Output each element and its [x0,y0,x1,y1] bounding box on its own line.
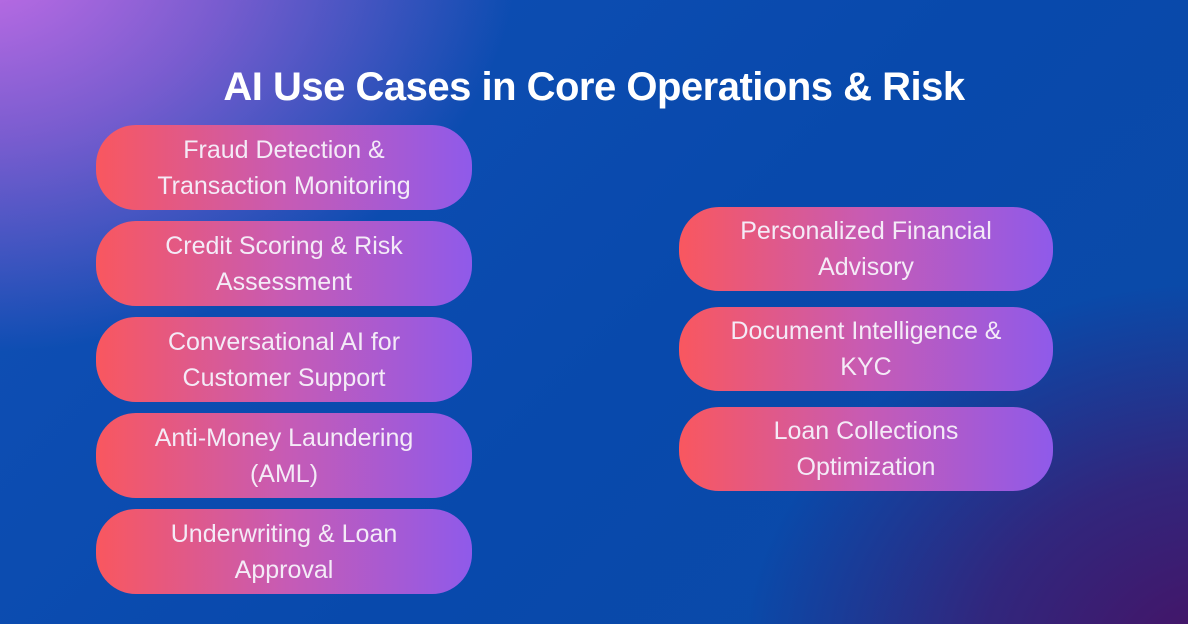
use-case-pill-personalized-advisory: Personalized Financial Advisory [679,207,1053,291]
pill-label: Loan Collections Optimization [773,417,959,481]
right-column: Personalized Financial Advisory Document… [679,207,1053,491]
pill-label: Fraud Detection & Transaction Monitoring [157,135,411,200]
pill-label: Personalized Financial Advisory [740,217,992,281]
use-case-pill-aml: Anti-Money Laundering (AML) [96,413,472,498]
use-case-pill-conversational-ai: Conversational AI for Customer Support [96,317,472,402]
pill-label: Credit Scoring & Risk Assessment [165,231,403,296]
pill-label: Document Intelligence & KYC [730,317,1002,381]
use-case-pill-document-intelligence: Document Intelligence & KYC [679,307,1053,391]
pill-label: Anti-Money Laundering (AML) [154,423,414,488]
infographic-title: AI Use Cases in Core Operations & Risk [223,64,965,109]
use-case-pill-underwriting: Underwriting & Loan Approval [96,509,472,594]
use-case-pill-credit-scoring: Credit Scoring & Risk Assessment [96,221,472,306]
pill-label: Underwriting & Loan Approval [170,519,398,584]
use-case-pill-loan-collections: Loan Collections Optimization [679,407,1053,491]
left-column: Fraud Detection & Transaction Monitoring… [96,125,472,594]
use-case-pill-fraud-detection: Fraud Detection & Transaction Monitoring [96,125,472,210]
pill-label: Conversational AI for Customer Support [167,327,401,392]
